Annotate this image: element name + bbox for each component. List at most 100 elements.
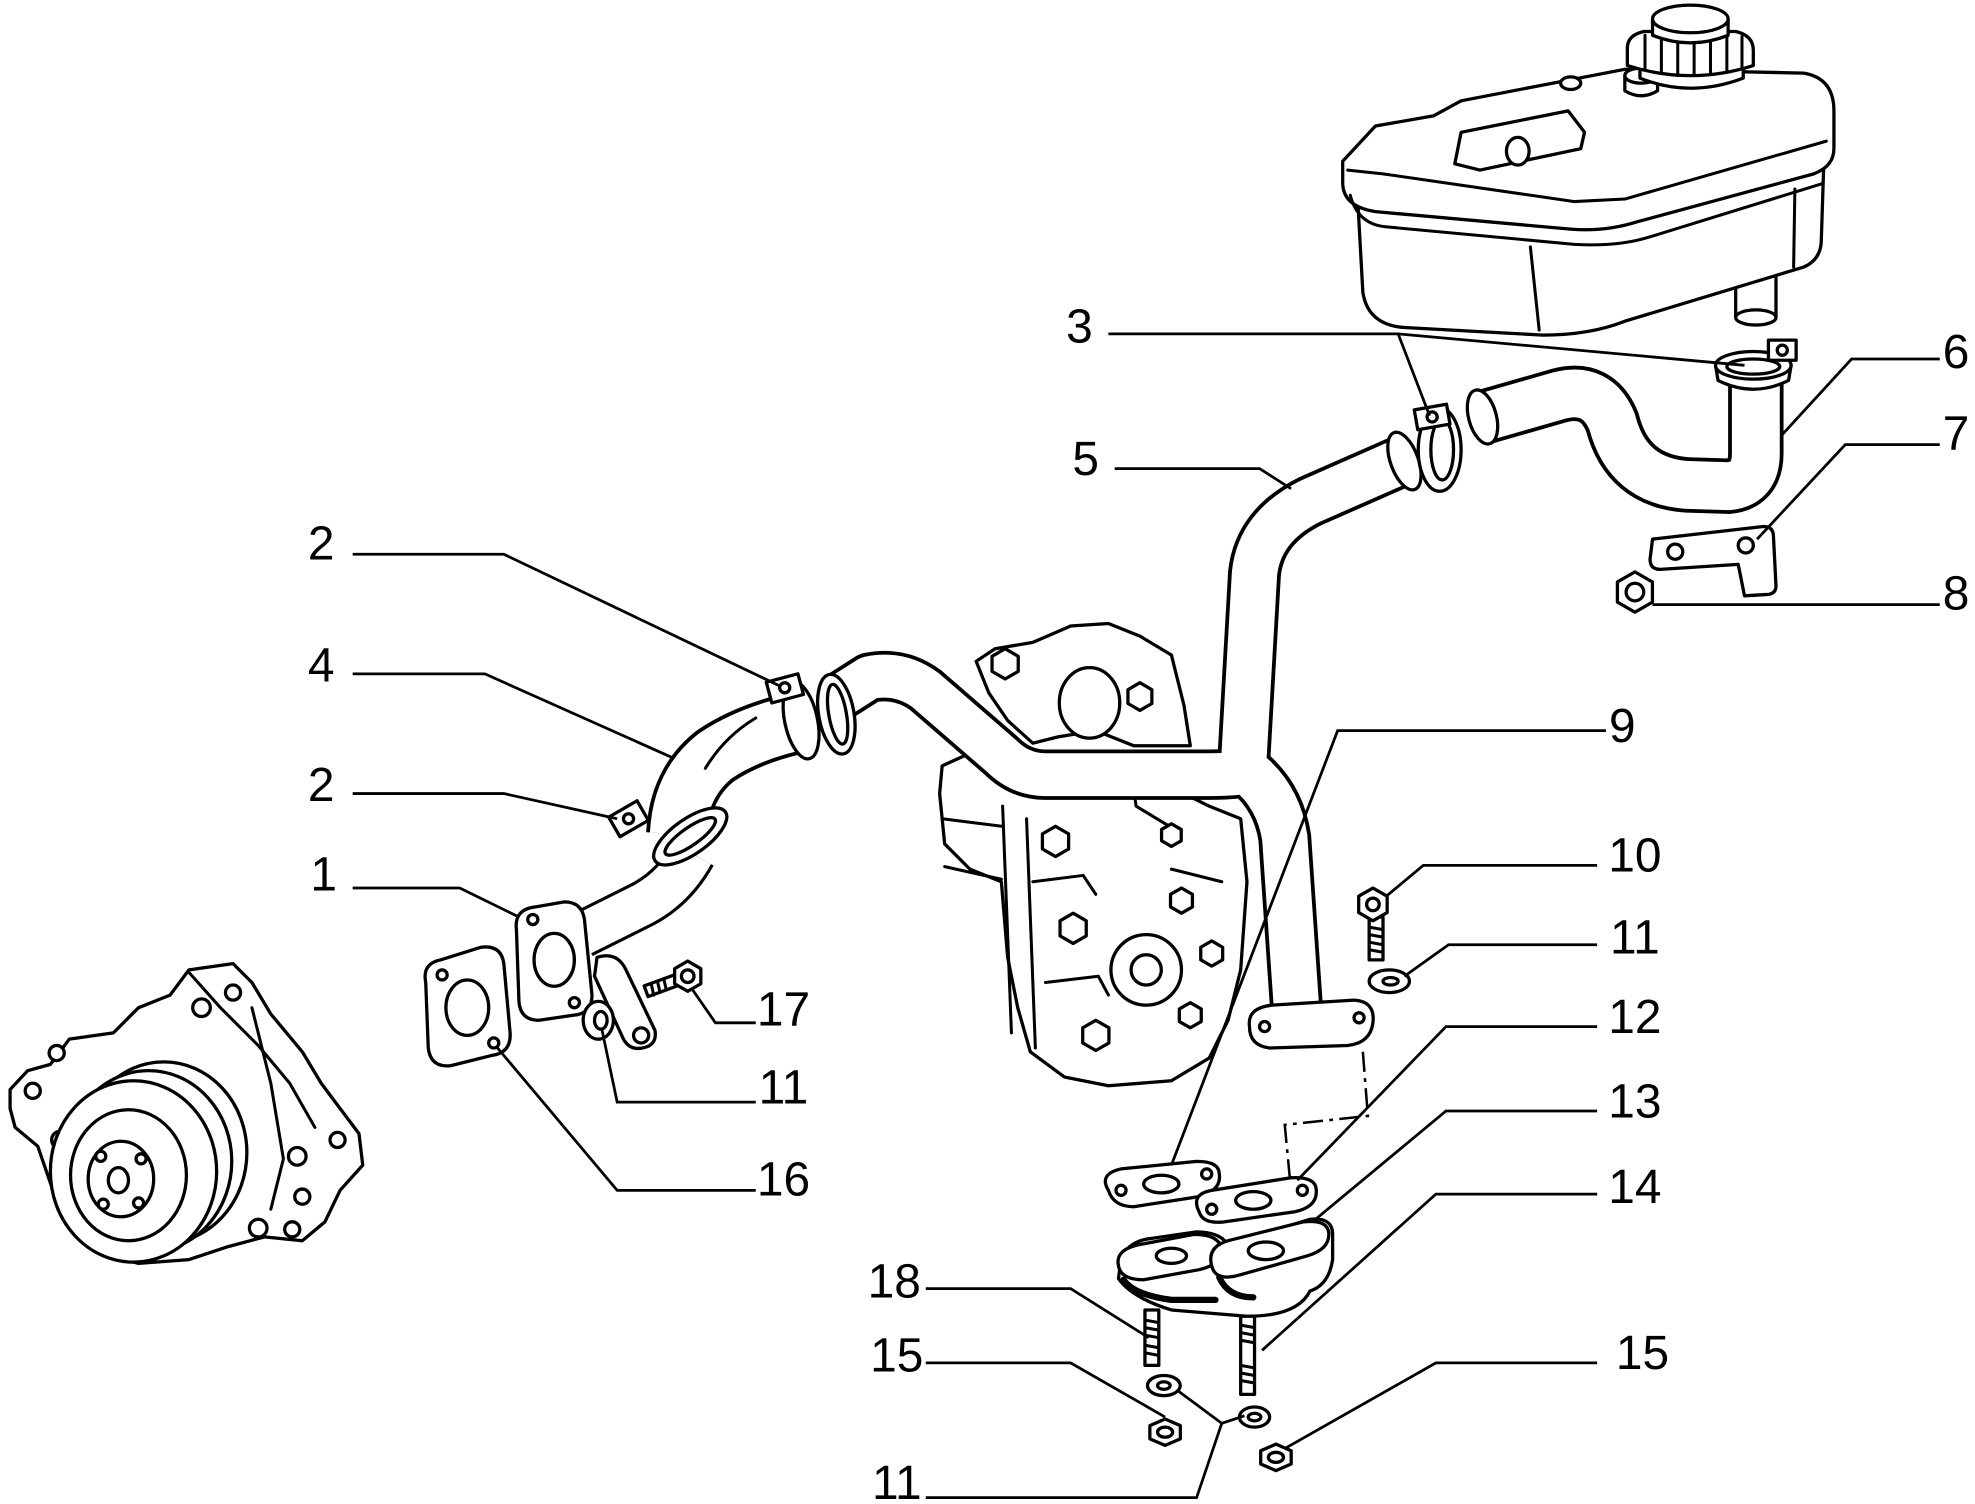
callout-2-lower: 2 [308,759,618,821]
leader-line [1384,863,1598,898]
pump-pulley [48,1060,249,1264]
callout-label: 7 [1943,408,1970,461]
callout-label: 11 [872,1457,922,1504]
callout-label: 6 [1943,326,1970,379]
pipe-5-drawing [827,430,1423,1050]
hex-bolt [1126,681,1154,713]
leader-line [1781,357,1940,436]
hose-4-drawing [646,689,815,837]
gasket-9-drawing [1103,1159,1222,1209]
nut-15-left [1148,1417,1182,1448]
engine-housing-drawing [937,621,1249,1088]
leader-line [691,989,756,1025]
tank-cap [1625,3,1755,90]
callout-11-bottom: 11 [872,1389,1245,1504]
hose-4-lower-drawing [571,841,714,957]
expansion-tank-drawing [1341,3,1836,337]
callout-8: 8 [1652,568,1969,621]
callout-17: 17 [691,983,810,1036]
water-pump-drawing [8,961,365,1266]
leader-line [1108,332,1431,417]
callout-label: 13 [1608,1075,1661,1128]
pipe-collar-drawing [815,672,857,756]
leader-line [1397,332,1745,367]
hose-clamp-3-upper [1713,338,1798,391]
leader-line [1114,467,1292,490]
leader-line [1296,1025,1598,1182]
washer-11-right [1367,968,1412,995]
callout-12: 12 [1296,991,1662,1182]
housing-13-drawing [1116,1217,1335,1318]
leader-line [925,1287,1150,1339]
callout-label: 3 [1066,301,1093,354]
hex-bolt [1199,939,1225,968]
washer-11-bottom-left [1145,1373,1182,1398]
leader-line [496,1047,756,1192]
callout-9: 9 [1170,700,1636,1166]
callout-3: 3 [1066,301,1745,417]
callout-label: 16 [757,1153,810,1206]
callout-label: 14 [1608,1161,1661,1214]
tank-lid [1341,67,1836,232]
nut-8-drawing [1615,570,1655,614]
leader-line [600,1030,756,1104]
callout-label: 11 [759,1061,809,1114]
hex-bolt [1058,911,1088,946]
callout-10: 10 [1384,830,1662,898]
support-strap-drawing [592,954,657,1051]
hex-bolt [990,647,1020,681]
callout-label: 9 [1609,700,1636,753]
leader-line [352,792,618,821]
hose-clamp-2-upper [764,672,821,761]
callout-5: 5 [1072,433,1292,490]
leader-line [1261,1192,1598,1352]
nut-15-right [1259,1442,1293,1473]
leader-line [1284,1361,1598,1450]
washer-11-left [581,999,616,1041]
stud-18-drawing [1143,1308,1161,1368]
bolt-10-drawing [1357,886,1389,962]
hose-6-drawing [1465,365,1784,514]
callout-label: 17 [757,983,810,1036]
dash-dot-centerline [1283,1051,1370,1178]
stud-14-drawing [1239,1314,1257,1397]
callout-label: 10 [1608,830,1661,883]
leader-line [925,1361,1166,1419]
leader-line [1176,1389,1245,1425]
hose-clamp-3-middle [1412,402,1463,493]
callout-11-right: 11 [1403,912,1660,978]
callout-1: 1 [310,849,520,919]
callout-label: 11 [1610,912,1660,965]
callout-15-left: 15 [870,1330,1166,1419]
callout-18: 18 [868,1255,1150,1339]
leader-line [352,552,782,688]
callout-label: 4 [308,639,335,692]
callout-label: 5 [1072,433,1099,486]
bracket-7-drawing [1648,524,1778,598]
callout-label: 12 [1608,991,1661,1044]
callout-label: 15 [1616,1327,1669,1380]
hose-clamp-2-lower [607,799,729,867]
leader-line [1170,729,1606,1166]
callout-label: 2 [308,759,335,812]
hex-bolt [1168,886,1195,915]
bolt-17-drawing [642,959,703,999]
leader-line [352,672,675,760]
callout-label: 15 [870,1330,923,1383]
callout-label: 18 [868,1255,921,1308]
callout-15-right: 15 [1284,1327,1669,1450]
flange-1-drawing [514,900,594,1022]
gasket-12-drawing [1194,1176,1318,1224]
hex-bolt [1081,1018,1111,1053]
callout-label: 1 [310,849,337,902]
callout-4: 4 [308,639,675,760]
hex-bolt [1177,1001,1203,1030]
leader-line [1311,1109,1598,1223]
leader-line [1403,943,1598,978]
callout-13: 13 [1311,1075,1662,1223]
callout-14: 14 [1261,1161,1662,1352]
callout-label: 2 [308,517,335,570]
gasket-16-drawing [423,945,512,1068]
callout-16: 16 [496,1047,810,1206]
